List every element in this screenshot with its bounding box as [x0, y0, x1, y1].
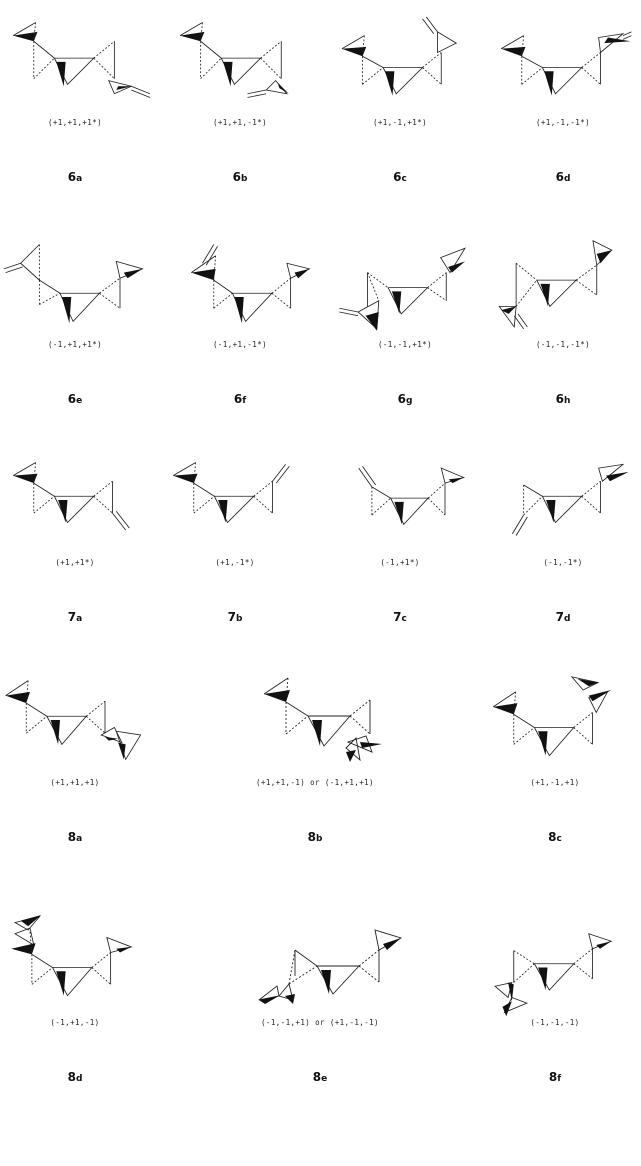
structure-drawing: [339, 247, 467, 331]
structure-drawing: [263, 677, 382, 762]
compound-label: 8d: [67, 1070, 83, 1084]
sign-label: (+1,+1,-1) or (-1,+1,+1): [256, 778, 374, 787]
sign-label: (-1,-1,+1*): [377, 340, 433, 349]
structure-drawing: [179, 22, 289, 98]
compound-label: 6d: [555, 170, 571, 184]
conformer-6g: (-1,-1,+1*) 6g: [330, 222, 480, 432]
conformer-7b: (+1,-1*) 7b: [160, 440, 310, 650]
sign-label: (-1,+1,+1*): [47, 340, 103, 349]
sign-label: (+1,-1,-1*): [535, 118, 591, 127]
sign-label: (-1,-1,-1): [530, 1018, 580, 1027]
sign-label: (+1,+1,+1*): [47, 118, 103, 127]
structure-drawing: [341, 16, 458, 96]
structure-drawing: [3, 244, 144, 324]
conformer-6d: (+1,-1,-1*) 6d: [488, 0, 638, 210]
structure-drawing: [5, 680, 142, 761]
conformer-6c: (+1,-1,+1*) 6c: [325, 0, 475, 210]
conformer-8a: (+1,+1,+1) 8a: [0, 660, 150, 870]
sign-label: (-1,-1,-1*): [535, 340, 591, 349]
structure-drawing: [358, 466, 466, 526]
conformer-6b: (+1,+1,-1*) 6b: [165, 0, 315, 210]
structure-drawing: [258, 929, 403, 1004]
structure-drawing: [494, 933, 613, 1017]
compound-label: 7d: [555, 610, 571, 624]
conformer-6e: (-1,+1,+1*) 6e: [0, 222, 150, 432]
sign-label: (+1,+1,-1*): [212, 118, 268, 127]
structure-drawing: [12, 22, 151, 98]
sign-label: (-1,+1,-1*): [212, 340, 268, 349]
compound-label: 7b: [227, 610, 243, 624]
compound-label: 6a: [67, 170, 83, 184]
sign-label: (-1,+1*): [380, 558, 420, 567]
sign-label: (+1,+1,+1): [50, 778, 100, 787]
conformer-8d: (-1,+1,-1) 8d: [0, 900, 150, 1110]
sign-label: (+1,-1,+1*): [372, 118, 428, 127]
compound-label: 6h: [555, 392, 571, 406]
compound-label: 6b: [232, 170, 248, 184]
sign-label: (+1,-1*): [215, 558, 255, 567]
compound-label: 6c: [393, 170, 407, 184]
conformer-7c: (-1,+1*) 7c: [325, 440, 475, 650]
structure-drawing: [498, 240, 613, 330]
conformer-7a: (+1,+1*) 7a: [0, 440, 150, 650]
conformer-8f: (-1,-1,-1) 8f: [480, 900, 630, 1110]
conformer-7d: (-1,-1*) 7d: [488, 440, 638, 650]
compound-label: 7c: [393, 610, 407, 624]
structure-drawing: [11, 915, 133, 997]
sign-label: (+1,-1,+1): [530, 778, 580, 787]
compound-label: 8a: [67, 830, 83, 844]
conformer-8e: (-1,-1,+1) or (+1,-1,-1) 8e: [215, 900, 425, 1110]
compound-label: 8e: [312, 1070, 328, 1084]
structure-drawing: [492, 676, 612, 757]
compound-label: 6e: [67, 392, 83, 406]
compound-label: 8b: [307, 830, 323, 844]
structure-drawing: [500, 31, 632, 96]
conformer-6h: (-1,-1,-1*) 6h: [488, 222, 638, 432]
conformer-6a: (+1,+1,+1*) 6a: [0, 0, 151, 210]
structure-drawing: [191, 244, 311, 324]
conformer-8b: (+1,+1,-1) or (-1,+1,+1) 8b: [210, 660, 420, 870]
sign-label: (+1,+1*): [55, 558, 95, 567]
conformer-8c: (+1,-1,+1) 8c: [480, 660, 630, 870]
structure-drawing: [512, 463, 629, 536]
compound-label: 6g: [397, 392, 413, 406]
compound-label: 8f: [548, 1070, 562, 1084]
sign-label: (-1,-1*): [543, 558, 583, 567]
structure-drawing: [12, 462, 130, 531]
compound-label: 7a: [67, 610, 83, 624]
structure-drawing: [172, 462, 290, 524]
compound-label: 8c: [548, 830, 562, 844]
sign-label: (-1,-1,+1) or (+1,-1,-1): [261, 1018, 379, 1027]
compound-label: 6f: [233, 392, 247, 406]
sign-label: (-1,+1,-1): [50, 1018, 100, 1027]
conformer-6f: (-1,+1,-1*) 6f: [165, 222, 315, 432]
